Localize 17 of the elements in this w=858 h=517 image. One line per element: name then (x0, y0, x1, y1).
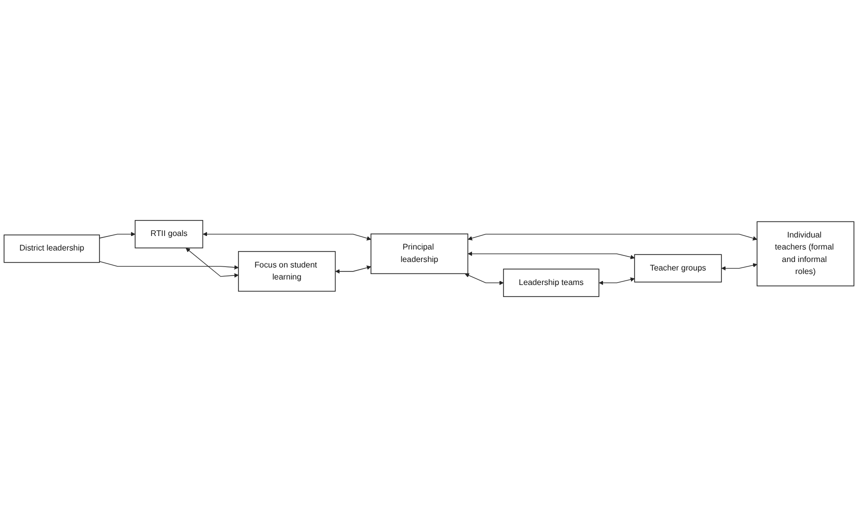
node-box: Focus on student learning (238, 251, 336, 292)
node-box: Leadership teams (503, 268, 600, 297)
node-box: Individual teachers (formal and informal roles) (756, 221, 854, 286)
node-box: RTII goals (134, 220, 204, 248)
node-box: District leadership (4, 234, 100, 263)
node-box: Principal leadership (370, 234, 468, 274)
arrow (202, 232, 372, 240)
arrow (464, 273, 504, 286)
arrow (335, 266, 372, 274)
arrow (598, 277, 635, 286)
arrow (721, 263, 758, 271)
arrow (186, 248, 239, 278)
node-box: Teacher groups (634, 254, 722, 282)
arrow (99, 261, 239, 270)
arrow (468, 234, 758, 240)
arrow (468, 252, 635, 260)
arrow (99, 232, 136, 238)
